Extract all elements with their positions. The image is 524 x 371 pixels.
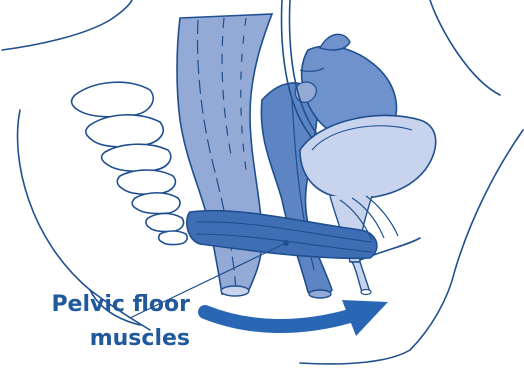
sacrum-vertebrae: [72, 82, 188, 244]
rectum: [177, 14, 272, 296]
urethra: [352, 262, 371, 295]
pelvic-floor-label-line-2: muscles: [0, 326, 190, 352]
contraction-arrow: [205, 300, 388, 336]
pelvic-floor-label-line-1: Pelvic floor: [0, 292, 190, 318]
